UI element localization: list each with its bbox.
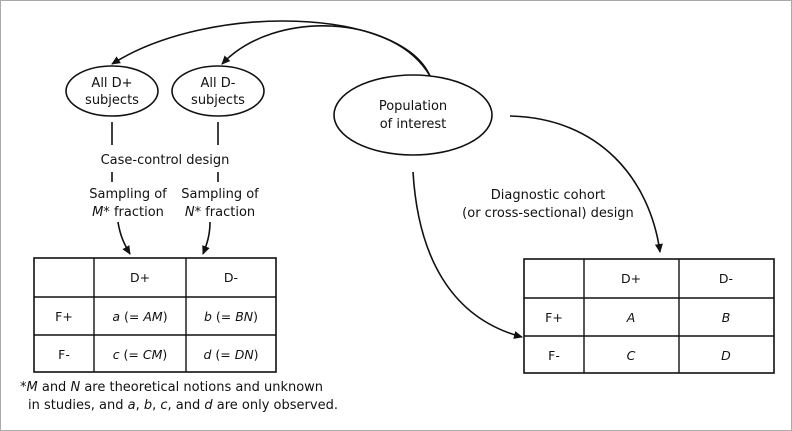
sampling-right-rest: fraction <box>201 205 255 220</box>
left-table: D+ D- F+ F- a (= AM) b (= BN) c (= CM) d… <box>33 257 277 373</box>
right-cell-D: D <box>721 348 731 363</box>
node-all-dneg: All D- subjects <box>171 65 265 117</box>
arrow-population-to-dneg <box>221 25 431 77</box>
right-table: D+ D- F+ F- A B C D <box>523 258 775 374</box>
sampling-left-var: M* <box>92 205 110 220</box>
sampling-left-line1: Sampling of <box>89 187 167 202</box>
node-population-line2: of interest <box>380 117 447 132</box>
node-all-dpos: All D+ subjects <box>65 65 159 117</box>
arrow-sampling-left <box>117 221 131 255</box>
left-cell-b: b (= BN) <box>204 309 258 324</box>
arrow-sampling-right <box>202 221 211 255</box>
left-cell-c: c (= CM) <box>113 347 168 362</box>
left-header-dneg: D- <box>224 270 238 285</box>
arrow-population-to-cohort-table <box>412 171 523 339</box>
right-cell-A: A <box>626 310 636 325</box>
right-cell-C: C <box>627 348 636 363</box>
sampling-right-line1: Sampling of <box>181 187 259 202</box>
cohort-label-line1: Diagnostic cohort <box>491 188 606 203</box>
node-population-line1: Population <box>379 99 447 114</box>
left-header-dpos: D+ <box>130 270 150 285</box>
right-header-dpos: D+ <box>621 271 641 286</box>
node-population: Population of interest <box>333 74 493 156</box>
left-cell-d: d (= DN) <box>203 347 258 362</box>
left-row-label-fneg: F- <box>58 347 70 362</box>
cohort-label-line2: (or cross-sectional) design <box>462 206 634 221</box>
left-row-label-fpos: F+ <box>55 309 73 324</box>
node-all-dneg-line1: All D- <box>201 76 236 91</box>
sampling-left-line2: M* fraction <box>92 205 164 220</box>
node-all-dpos-line1: All D+ <box>91 76 132 91</box>
case-control-label: Case-control design <box>101 153 230 168</box>
sampling-right-line2: N* fraction <box>185 205 255 220</box>
left-cell-a: a (= AM) <box>112 309 167 324</box>
node-all-dneg-line2: subjects <box>191 93 245 108</box>
right-header-dneg: D- <box>719 271 733 286</box>
footnote-line1: *M and N are theoretical notions and unk… <box>20 380 323 395</box>
sampling-left-rest: fraction <box>110 205 164 220</box>
right-cell-B: B <box>722 310 731 325</box>
right-row-label-fneg: F- <box>548 348 560 363</box>
arrow-population-to-dpos <box>111 20 431 77</box>
arrow-population-to-cohort-header <box>509 115 663 253</box>
footnote-line2: in studies, and a, b, c, and d are only … <box>28 398 338 413</box>
node-all-dpos-line2: subjects <box>85 93 139 108</box>
right-row-label-fpos: F+ <box>545 310 563 325</box>
sampling-right-var: N* <box>185 205 202 220</box>
